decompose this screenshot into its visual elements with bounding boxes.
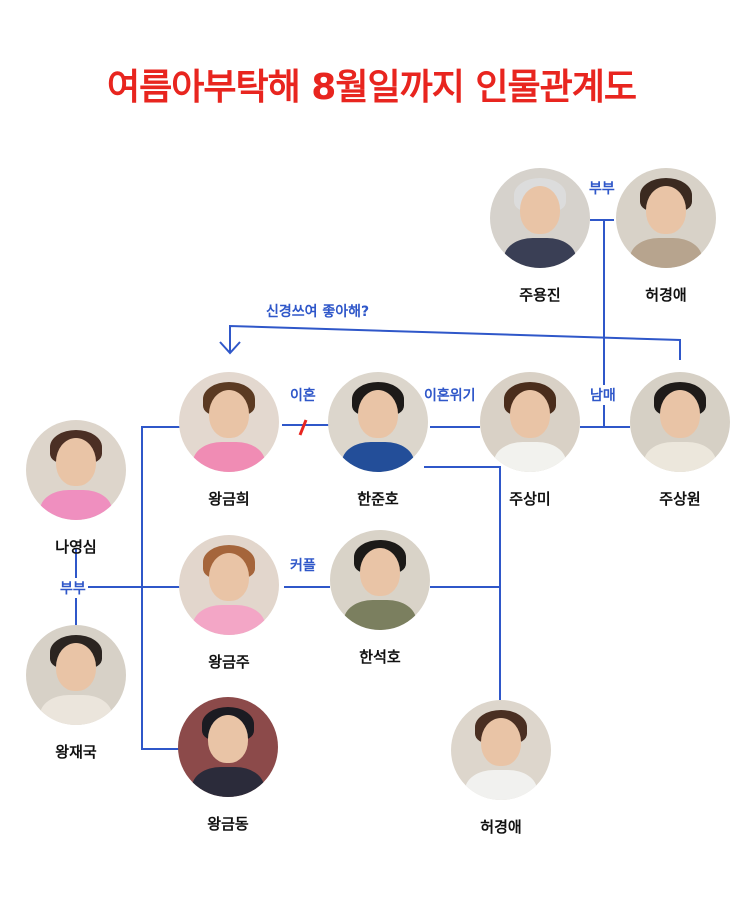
label-bubu-left: 부부: [58, 578, 88, 598]
person-name: 주용진: [519, 286, 561, 304]
person-name: 허경애: [645, 286, 687, 304]
person-name: 왕금동: [207, 815, 249, 833]
label-bubu-top: 부부: [587, 178, 617, 198]
portrait-photo: [330, 530, 430, 630]
portrait-photo: [616, 168, 716, 268]
person-ju-yongjin: 주용진: [488, 168, 592, 305]
divorce-slash: [298, 419, 308, 436]
label-couple: 커플: [288, 555, 318, 575]
portrait-photo: [26, 625, 126, 725]
person-han-junho: 한준호: [326, 372, 430, 509]
person-name: 주상미: [509, 490, 551, 508]
line-concern-arrow: [229, 324, 681, 360]
person-name: 왕재국: [55, 743, 97, 761]
person-wang-geumju: 왕금주: [177, 535, 281, 672]
portrait-photo: [490, 168, 590, 268]
portrait-photo: [26, 420, 126, 520]
portrait-photo: [480, 372, 580, 472]
label-divorce: 이혼: [288, 385, 318, 405]
label-siblings: 남매: [588, 385, 618, 405]
person-wang-jaeguk: 왕재국: [24, 625, 128, 762]
portrait-photo: [328, 372, 428, 472]
person-name: 주상원: [659, 490, 701, 508]
person-heo-gyeongae-top: 허경애: [614, 168, 718, 305]
person-ju-sangwon: 주상원: [628, 372, 732, 509]
chart-title: 여름아부탁해 8월일까지 인물관계도: [107, 67, 637, 108]
line-kids-spine: [141, 426, 180, 750]
person-heo-gyeongae-bottom: 허경애: [449, 700, 553, 837]
person-wang-geumdong: 왕금동: [176, 697, 280, 834]
label-divorce-crisis: 이혼위기: [422, 385, 478, 405]
person-wang-geumhui: 왕금희: [177, 372, 281, 509]
person-name: 나영심: [55, 538, 97, 556]
person-name: 한석호: [359, 648, 401, 666]
person-name: 한준호: [357, 490, 399, 508]
person-name: 허경애: [480, 818, 522, 836]
person-ju-sangmi: 주상미: [478, 372, 582, 509]
person-han-seokho: 한석호: [328, 530, 432, 667]
person-name: 왕금희: [208, 490, 250, 508]
label-concern: 신경쓰여 좋아해?: [264, 301, 372, 321]
portrait-photo: [630, 372, 730, 472]
portrait-photo: [178, 697, 278, 797]
portrait-photo: [179, 372, 279, 472]
person-name: 왕금주: [208, 653, 250, 671]
portrait-photo: [179, 535, 279, 635]
person-na-yeongsim: 나영심: [24, 420, 128, 557]
portrait-photo: [451, 700, 551, 800]
arrow-head: [219, 341, 241, 355]
